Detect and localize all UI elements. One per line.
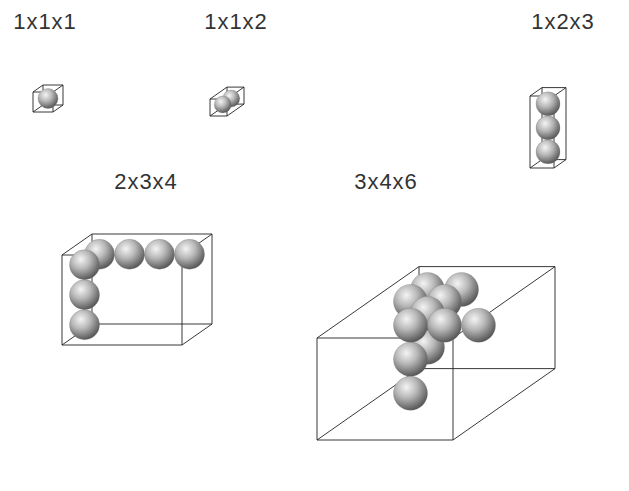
sphere — [394, 376, 428, 410]
box-edge — [453, 338, 454, 440]
sphere — [462, 308, 496, 342]
box-edge — [43, 85, 63, 86]
box-figure — [210, 87, 244, 116]
box-edge — [62, 255, 63, 345]
box-figure — [33, 85, 63, 112]
sphere — [38, 89, 58, 109]
box-edge — [210, 99, 211, 116]
box-edge — [227, 87, 244, 88]
box-edge — [419, 266, 555, 267]
box-edge — [63, 85, 64, 105]
box-edge — [317, 440, 453, 441]
box-edge — [210, 116, 227, 117]
box-edge — [182, 255, 183, 345]
box-edge — [530, 168, 554, 169]
box-edge — [317, 338, 318, 440]
sphere — [536, 140, 560, 164]
box-edge — [212, 234, 213, 324]
box-edge — [33, 112, 53, 113]
dimension-label: 2x3x4 — [114, 171, 178, 193]
box-edge — [244, 87, 245, 104]
box-edge — [453, 369, 555, 440]
box-edge — [419, 368, 555, 369]
sphere — [536, 92, 560, 116]
sphere — [70, 310, 100, 340]
dimension-label: 1x1x2 — [204, 11, 268, 33]
box-edge — [555, 267, 556, 369]
dimension-label: 3x4x6 — [354, 171, 418, 193]
sphere — [115, 239, 145, 269]
box-edge — [92, 234, 212, 235]
box-edge — [62, 345, 182, 346]
sphere — [175, 239, 205, 269]
box-edge — [566, 88, 567, 160]
sphere — [394, 308, 428, 342]
sphere — [394, 342, 428, 376]
box-edge — [182, 324, 212, 345]
sphere — [70, 250, 100, 280]
box-edge — [542, 87, 566, 88]
sphere — [536, 116, 560, 140]
box-figure — [530, 88, 566, 168]
sphere — [145, 239, 175, 269]
sphere — [214, 96, 231, 113]
box-figure — [62, 234, 212, 345]
sphere — [428, 308, 462, 342]
sphere — [70, 280, 100, 310]
dimension-label: 1x2x3 — [531, 11, 595, 33]
box-edge — [33, 92, 34, 112]
box-edge — [530, 96, 531, 168]
dimension-label: 1x1x1 — [13, 11, 77, 33]
box-figure — [317, 267, 555, 440]
box-edge — [92, 324, 212, 325]
